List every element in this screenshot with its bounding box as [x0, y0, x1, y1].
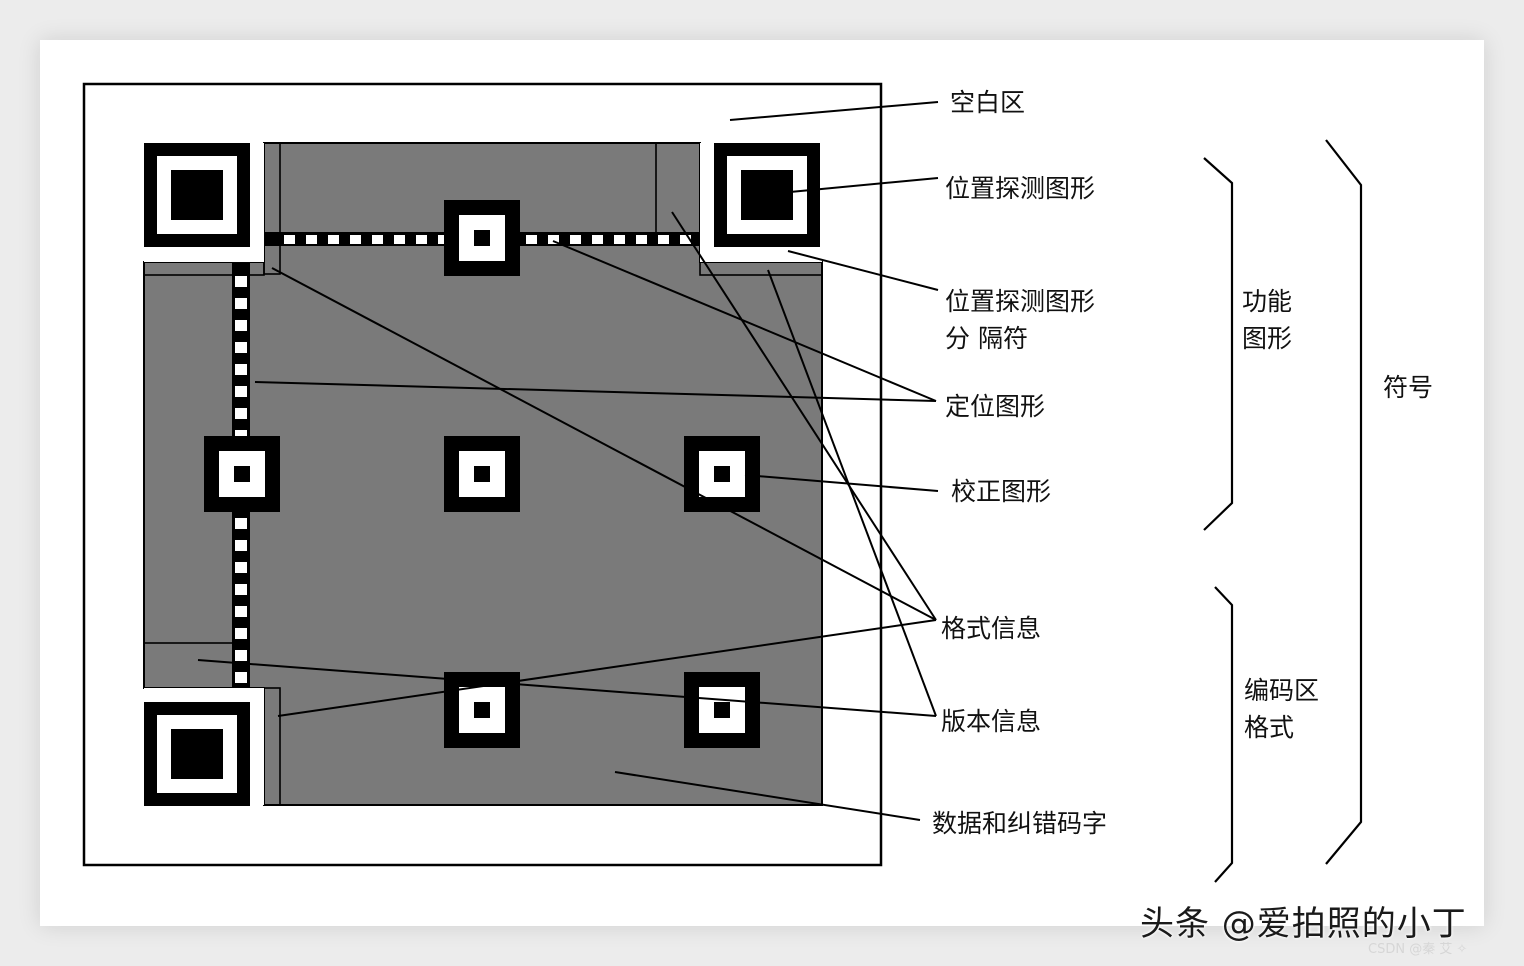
leader-version-1	[197, 659, 937, 717]
alignment-core	[474, 230, 490, 246]
timing-module	[658, 235, 669, 244]
finder-patterns	[144, 143, 820, 806]
timing-module	[350, 235, 361, 244]
timing-module	[235, 364, 247, 375]
label-timing-pattern: 定位图形	[945, 392, 1046, 421]
timing-module	[235, 342, 247, 353]
alignment-core	[474, 466, 490, 482]
leader-finder	[789, 177, 939, 193]
alignment-core	[714, 466, 730, 482]
timing-module	[438, 235, 449, 244]
timing-module	[614, 235, 625, 244]
timing-module	[235, 518, 247, 529]
timing-module	[570, 235, 581, 244]
label-format-info: 格式信息	[941, 614, 1042, 643]
label-quiet-zone: 空白区	[950, 88, 1026, 117]
group-label-function-patterns: 功能 图形	[1242, 287, 1293, 353]
leader-format-1	[271, 267, 937, 621]
leader-alignment	[744, 474, 939, 492]
csdn-watermark: CSDN @秦 艾 ✧	[1368, 942, 1468, 957]
brace-encoding-region	[1214, 586, 1234, 883]
timing-module	[235, 430, 247, 441]
leader-lines	[197, 101, 939, 821]
timing-module	[284, 235, 295, 244]
timing-module	[235, 298, 247, 309]
leader-timing-1	[254, 381, 937, 402]
timing-module	[235, 386, 247, 397]
finder-separators	[144, 143, 822, 805]
timing-module	[526, 235, 537, 244]
leader-format-2	[671, 211, 937, 621]
alignment-core	[714, 702, 730, 718]
timing-module	[235, 628, 247, 639]
timing-module	[636, 235, 647, 244]
timing-module	[235, 584, 247, 595]
timing-module	[680, 235, 691, 244]
label-finder-separator: 位置探测图形 分 隔符	[945, 287, 1096, 353]
timing-module	[328, 235, 339, 244]
timing-module	[235, 408, 247, 419]
alignment-patterns	[204, 200, 760, 748]
leader-quiet-zone	[729, 101, 939, 121]
leader-data	[614, 771, 921, 821]
leader-timing-2	[552, 240, 937, 402]
timing-module	[416, 235, 427, 244]
timing-module	[235, 606, 247, 617]
timing-module	[306, 235, 317, 244]
timing-module	[235, 276, 247, 287]
timing-module	[235, 320, 247, 331]
timing-module	[235, 650, 247, 661]
watermark: 头条 @爱拍照的小丁	[1140, 904, 1467, 944]
timing-module	[394, 235, 405, 244]
alignment-core	[474, 702, 490, 718]
finder-core	[171, 729, 223, 779]
leader-format-3	[277, 619, 937, 717]
leader-version-2	[767, 269, 937, 717]
timing-module	[235, 672, 247, 683]
leader-separator	[787, 250, 939, 291]
timing-module	[235, 540, 247, 551]
label-finder-pattern: 位置探测图形	[945, 174, 1096, 203]
group-braces	[1203, 139, 1363, 883]
label-version-info: 版本信息	[941, 707, 1042, 736]
timing-module	[548, 235, 559, 244]
finder-core	[741, 170, 793, 220]
brace-function-patterns	[1203, 157, 1234, 531]
label-data-codewords: 数据和纠错码字	[932, 809, 1108, 838]
group-label-symbol: 符号	[1383, 373, 1434, 402]
finder-core	[171, 170, 223, 220]
brace-symbol	[1325, 139, 1363, 865]
label-alignment-pattern: 校正图形	[951, 477, 1052, 506]
alignment-core	[234, 466, 250, 482]
timing-module	[372, 235, 383, 244]
timing-module	[235, 562, 247, 573]
timing-module	[592, 235, 603, 244]
group-label-encoding-region: 编码区 格式	[1244, 676, 1320, 742]
